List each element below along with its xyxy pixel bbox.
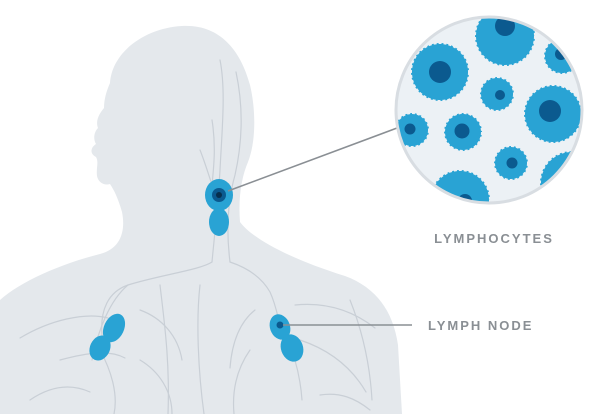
lymphocyte-cell: [494, 146, 528, 180]
lymphocyte-cell: [544, 38, 580, 74]
neck-lymph-node-lower: [209, 208, 229, 236]
lymph-node-label: LYMPH NODE: [428, 318, 533, 333]
lymphocytes-label: LYMPHOCYTES: [434, 231, 554, 246]
lymphocyte-cell: [411, 43, 469, 101]
lymphocyte-cell: [480, 77, 514, 111]
lymphocyte-cell: [475, 6, 535, 66]
human-body-silhouette: [0, 26, 402, 414]
lymphocyte-cell: [524, 85, 582, 143]
neck-lymph-node: [205, 179, 233, 211]
lymphocyte-cell: [430, 170, 490, 230]
magnified-lymphocytes-view: [395, 6, 595, 230]
lymphocyte-cell: [444, 113, 482, 151]
